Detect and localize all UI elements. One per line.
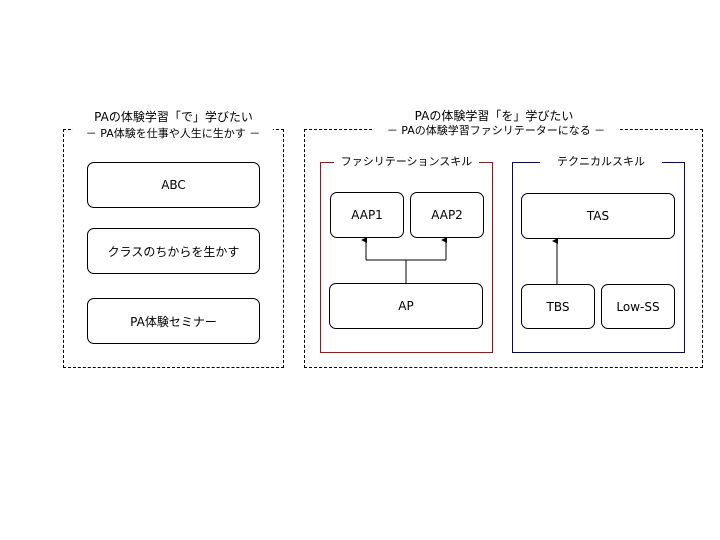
ap-node: AP xyxy=(329,283,483,329)
left-panel-subtitle: － PA体験を仕事や人生に生かす － xyxy=(73,127,273,141)
technical-skill-title: テクニカルスキル xyxy=(540,155,662,169)
right-panel-title: PAの体験学習「を」学びたい xyxy=(374,109,614,124)
tbs-node: TBS xyxy=(521,284,595,329)
tas-node: TAS xyxy=(521,193,675,239)
facilitation-skill-title: ファシリテーションスキル xyxy=(334,155,479,169)
right-panel-subtitle: － PAの体験学習ファシリテーターになる － xyxy=(372,124,620,138)
abc-node: ABC xyxy=(87,162,260,208)
low-ss-node: Low-SS xyxy=(601,284,675,329)
left-panel-title: PAの体験学習「で」学びたい xyxy=(63,110,284,125)
pa-seminar-node: PA体験セミナー xyxy=(87,298,260,344)
aap2-node: AAP2 xyxy=(410,192,484,238)
class-power-node: クラスのちからを生かす xyxy=(87,228,260,274)
aap1-node: AAP1 xyxy=(330,192,404,238)
